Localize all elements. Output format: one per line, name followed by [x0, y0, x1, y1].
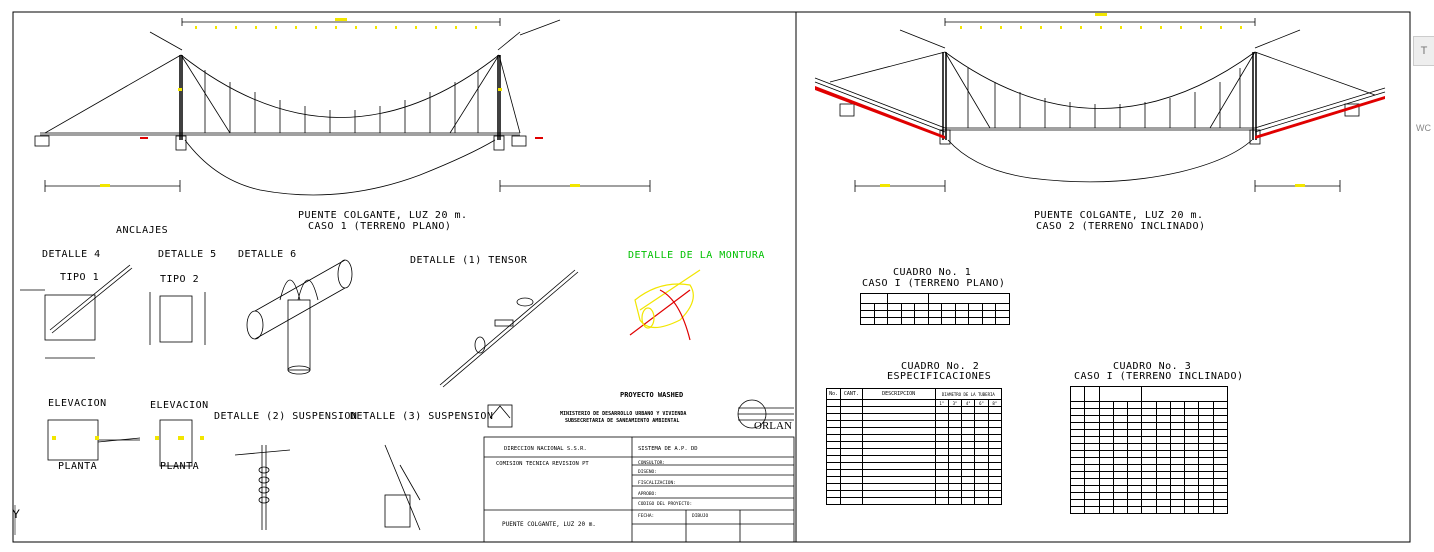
detalle1-heading: DETALLE (1) TENSOR [410, 255, 528, 266]
elevacion-heading-1: ELEVACION [48, 398, 107, 409]
red-ground-case2 [815, 86, 1385, 139]
c2-h-cant: CANT. [840, 388, 863, 400]
tb-diseno: DISENO: [638, 470, 657, 475]
detalle2-heading: DETALLE (2) SUSPENSION [214, 411, 358, 422]
cuadro1-table [859, 293, 1011, 325]
ministerio-label: MINISTERIO DE DESARROLLO URBANO Y VIVIEN… [560, 411, 687, 417]
anclajes-heading: ANCLAJES [116, 225, 169, 236]
cuadro3-subtitle: CASO I (TERRENO INCLINADO) [1074, 371, 1244, 382]
tb-dibujo: DIBUJO [692, 514, 709, 519]
elevacion-heading-2: ELEVACION [150, 400, 209, 411]
tb-codigo: CODIGO DEL PROYECTO: [638, 502, 693, 507]
c2-d4: 6" [974, 399, 989, 407]
case1-subtitle: CASO 1 (TERRENO PLANO) [308, 221, 452, 232]
subsecretaria-label: SUBSECRETARIA DE SANEAMIENTO AMBIENTAL [565, 418, 680, 424]
case2-subtitle: CASO 2 (TERRENO INCLINADO) [1036, 221, 1206, 232]
case2-title: PUENTE COLGANTE, LUZ 20 m. [1034, 210, 1204, 221]
montura-detail [629, 269, 701, 341]
c2-d1: 1" [934, 399, 949, 407]
side-panel-label: WC [1416, 123, 1431, 133]
tb-puente: PUENTE COLGANTE, LUZ 20 m. [502, 521, 596, 528]
red-marks-case1 [140, 137, 543, 139]
cuadro2-title: CUADRO No. 2 [901, 361, 980, 372]
tb-aprobo: APROBO: [638, 492, 657, 497]
yellow-marks-case1 [100, 18, 580, 187]
tb-fiscalizacion: FISCALIZACION: [638, 481, 676, 486]
c2-d3: 4" [961, 399, 976, 407]
planta-heading-2: PLANTA [160, 461, 200, 472]
ucs-axis-label: Y [12, 507, 21, 521]
planta-heading-1: PLANTA [58, 461, 98, 472]
case1-title: PUENTE COLGANTE, LUZ 20 m. [298, 210, 468, 221]
detalle4-heading: DETALLE 4 [42, 249, 101, 260]
project-name: PROYECTO WASHED [620, 391, 684, 399]
c2-h-diam: DIAMETRO DE LA TUBERIA [934, 388, 1003, 400]
tb-direccion: DIRECCION NACIONAL S.S.R. [504, 446, 587, 452]
cuadro3-table [1069, 386, 1229, 514]
side-panel-button[interactable]: T [1413, 36, 1434, 66]
tb-comision: COMISION TECNICA REVISION PT [496, 461, 589, 467]
montura-heading: DETALLE DE LA MONTURA [628, 250, 765, 261]
c2-d5: 8" [987, 399, 1003, 407]
cuadro3-title: CUADRO No. 3 [1113, 361, 1192, 372]
detail-drawings [20, 259, 795, 543]
tipo1-heading: TIPO 1 [60, 272, 100, 283]
detalle6-heading: DETALLE 6 [238, 249, 297, 260]
cuadro2-subtitle: ESPECIFICACIONES [887, 371, 992, 382]
cuadro1-subtitle: CASO I (TERRENO PLANO) [862, 278, 1006, 289]
tb-fecha: FECHA: [638, 514, 655, 519]
c2-d2: 3" [947, 399, 963, 407]
bridge-elevation-case1 [34, 18, 651, 196]
detalle5-heading: DETALLE 5 [158, 249, 217, 260]
cuadro1-title: CUADRO No. 1 [893, 267, 972, 278]
c2-h-desc: DESCRIPCION [861, 388, 936, 400]
cuadro2-table: No. CANT. DESCRIPCION DIAMETRO DE LA TUB… [825, 388, 1003, 505]
yellow-marks-case2 [880, 13, 1305, 187]
detalle3-heading: DETALLE (3) SUSPENSION [350, 411, 494, 422]
tipo2-heading: TIPO 2 [160, 274, 200, 285]
c2-h-no: No. [825, 388, 842, 400]
tb-consultor: CONSULTOR: [638, 461, 666, 466]
tb-sistema: SISTEMA DE A.P. DD [638, 446, 698, 452]
bridge-elevation-case2 [814, 18, 1386, 192]
orlan-logo-text: ORLAN [754, 420, 792, 432]
